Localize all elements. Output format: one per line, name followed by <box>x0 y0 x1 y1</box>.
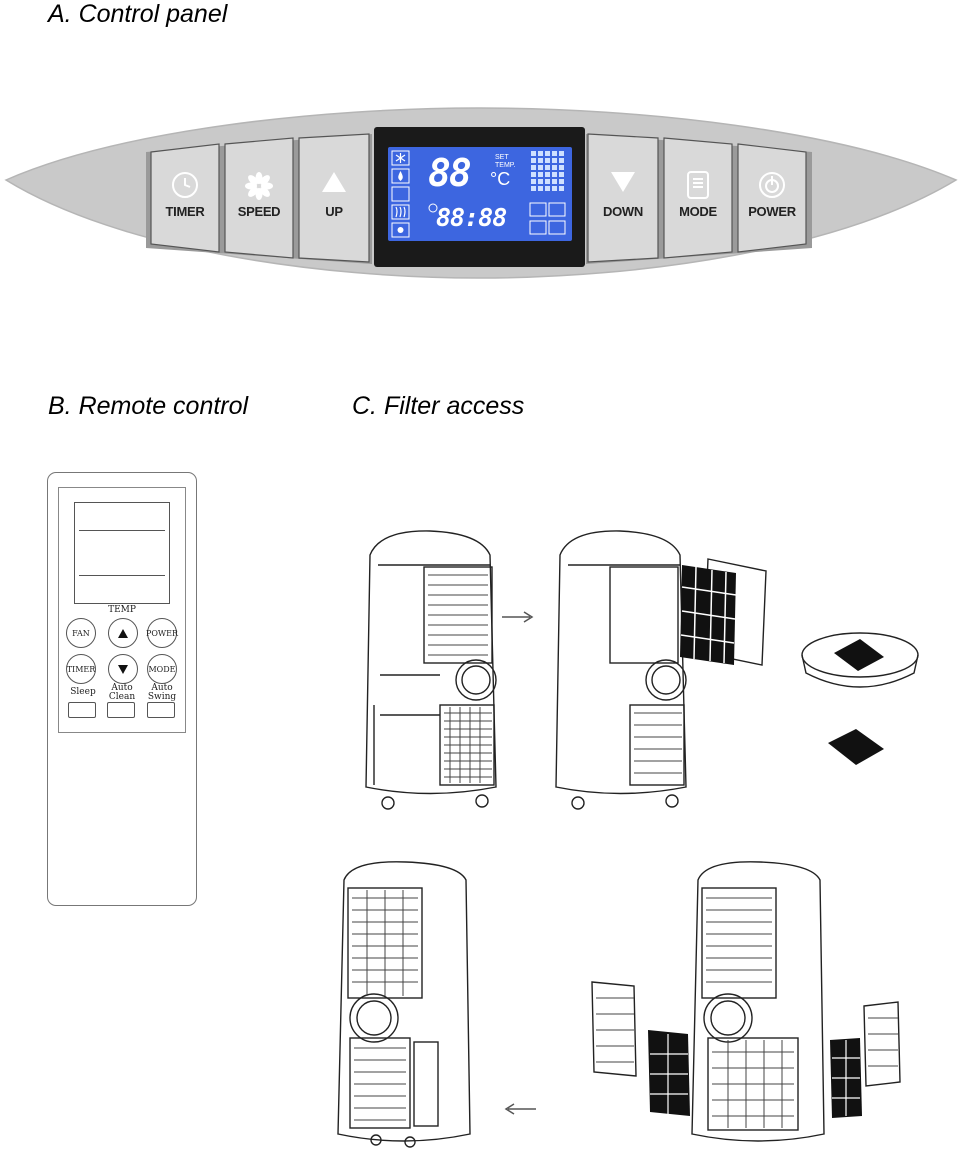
clock-icon <box>170 170 200 205</box>
remote-temp-down-button[interactable] <box>108 654 138 684</box>
down-button[interactable]: DOWN <box>586 130 660 264</box>
unit-filter-removed-illustration <box>555 530 767 810</box>
unit-rear-illustration <box>337 861 471 1148</box>
up-label: UP <box>325 204 343 219</box>
lcd-clock-digits: 88:88 <box>436 203 507 232</box>
filter-wash-bowl-illustration <box>801 632 919 765</box>
power-button[interactable]: POWER <box>736 130 808 264</box>
remote-timer-button[interactable]: TIMER <box>66 654 96 684</box>
down-arrow-icon <box>610 170 636 199</box>
section-title-control-panel: A. Control panel <box>48 0 228 28</box>
mode-label: MODE <box>679 204 717 219</box>
arrow-left-icon <box>504 1103 536 1115</box>
timer-label: TIMER <box>165 204 205 219</box>
remote-power-button[interactable]: POWER <box>146 618 178 648</box>
remote-mode-button[interactable]: MODE <box>147 654 177 684</box>
remote-sleep-label: Sleep <box>70 687 96 697</box>
mode-button[interactable]: MODE <box>662 130 734 264</box>
up-button[interactable]: UP <box>297 130 371 264</box>
down-arrow-icon <box>118 664 128 674</box>
remote-sleep-button[interactable] <box>68 702 96 718</box>
speed-button[interactable]: SPEED <box>223 130 295 264</box>
remote-auto-clean-button[interactable] <box>107 702 135 718</box>
unit-rear-filters-removed-illustration <box>591 861 901 1142</box>
unit-front-illustration <box>365 530 497 810</box>
power-icon <box>757 170 787 205</box>
section-title-remote-control: B. Remote control <box>48 392 249 420</box>
lcd-temp-unit: °C <box>490 169 511 189</box>
timer-button[interactable]: TIMER <box>149 130 221 264</box>
mode-icon <box>686 170 710 205</box>
speed-label: SPEED <box>237 204 281 219</box>
lcd-temperature-digits: 88 <box>428 151 472 195</box>
remote-fan-button[interactable]: FAN <box>66 618 96 648</box>
down-label: DOWN <box>603 204 643 219</box>
fan-icon <box>243 170 275 207</box>
up-arrow-icon <box>118 628 128 638</box>
lcd-mode-icons <box>391 150 566 238</box>
section-title-filter-access: C. Filter access <box>352 392 525 420</box>
remote-auto-swing-button[interactable] <box>147 702 175 718</box>
remote-temp-up-button[interactable] <box>108 618 138 648</box>
arrow-right-icon <box>502 611 534 623</box>
up-arrow-icon <box>321 170 347 199</box>
power-label: POWER <box>748 204 796 219</box>
remote-temp-label: TEMP <box>108 605 136 615</box>
remote-display <box>74 502 170 604</box>
